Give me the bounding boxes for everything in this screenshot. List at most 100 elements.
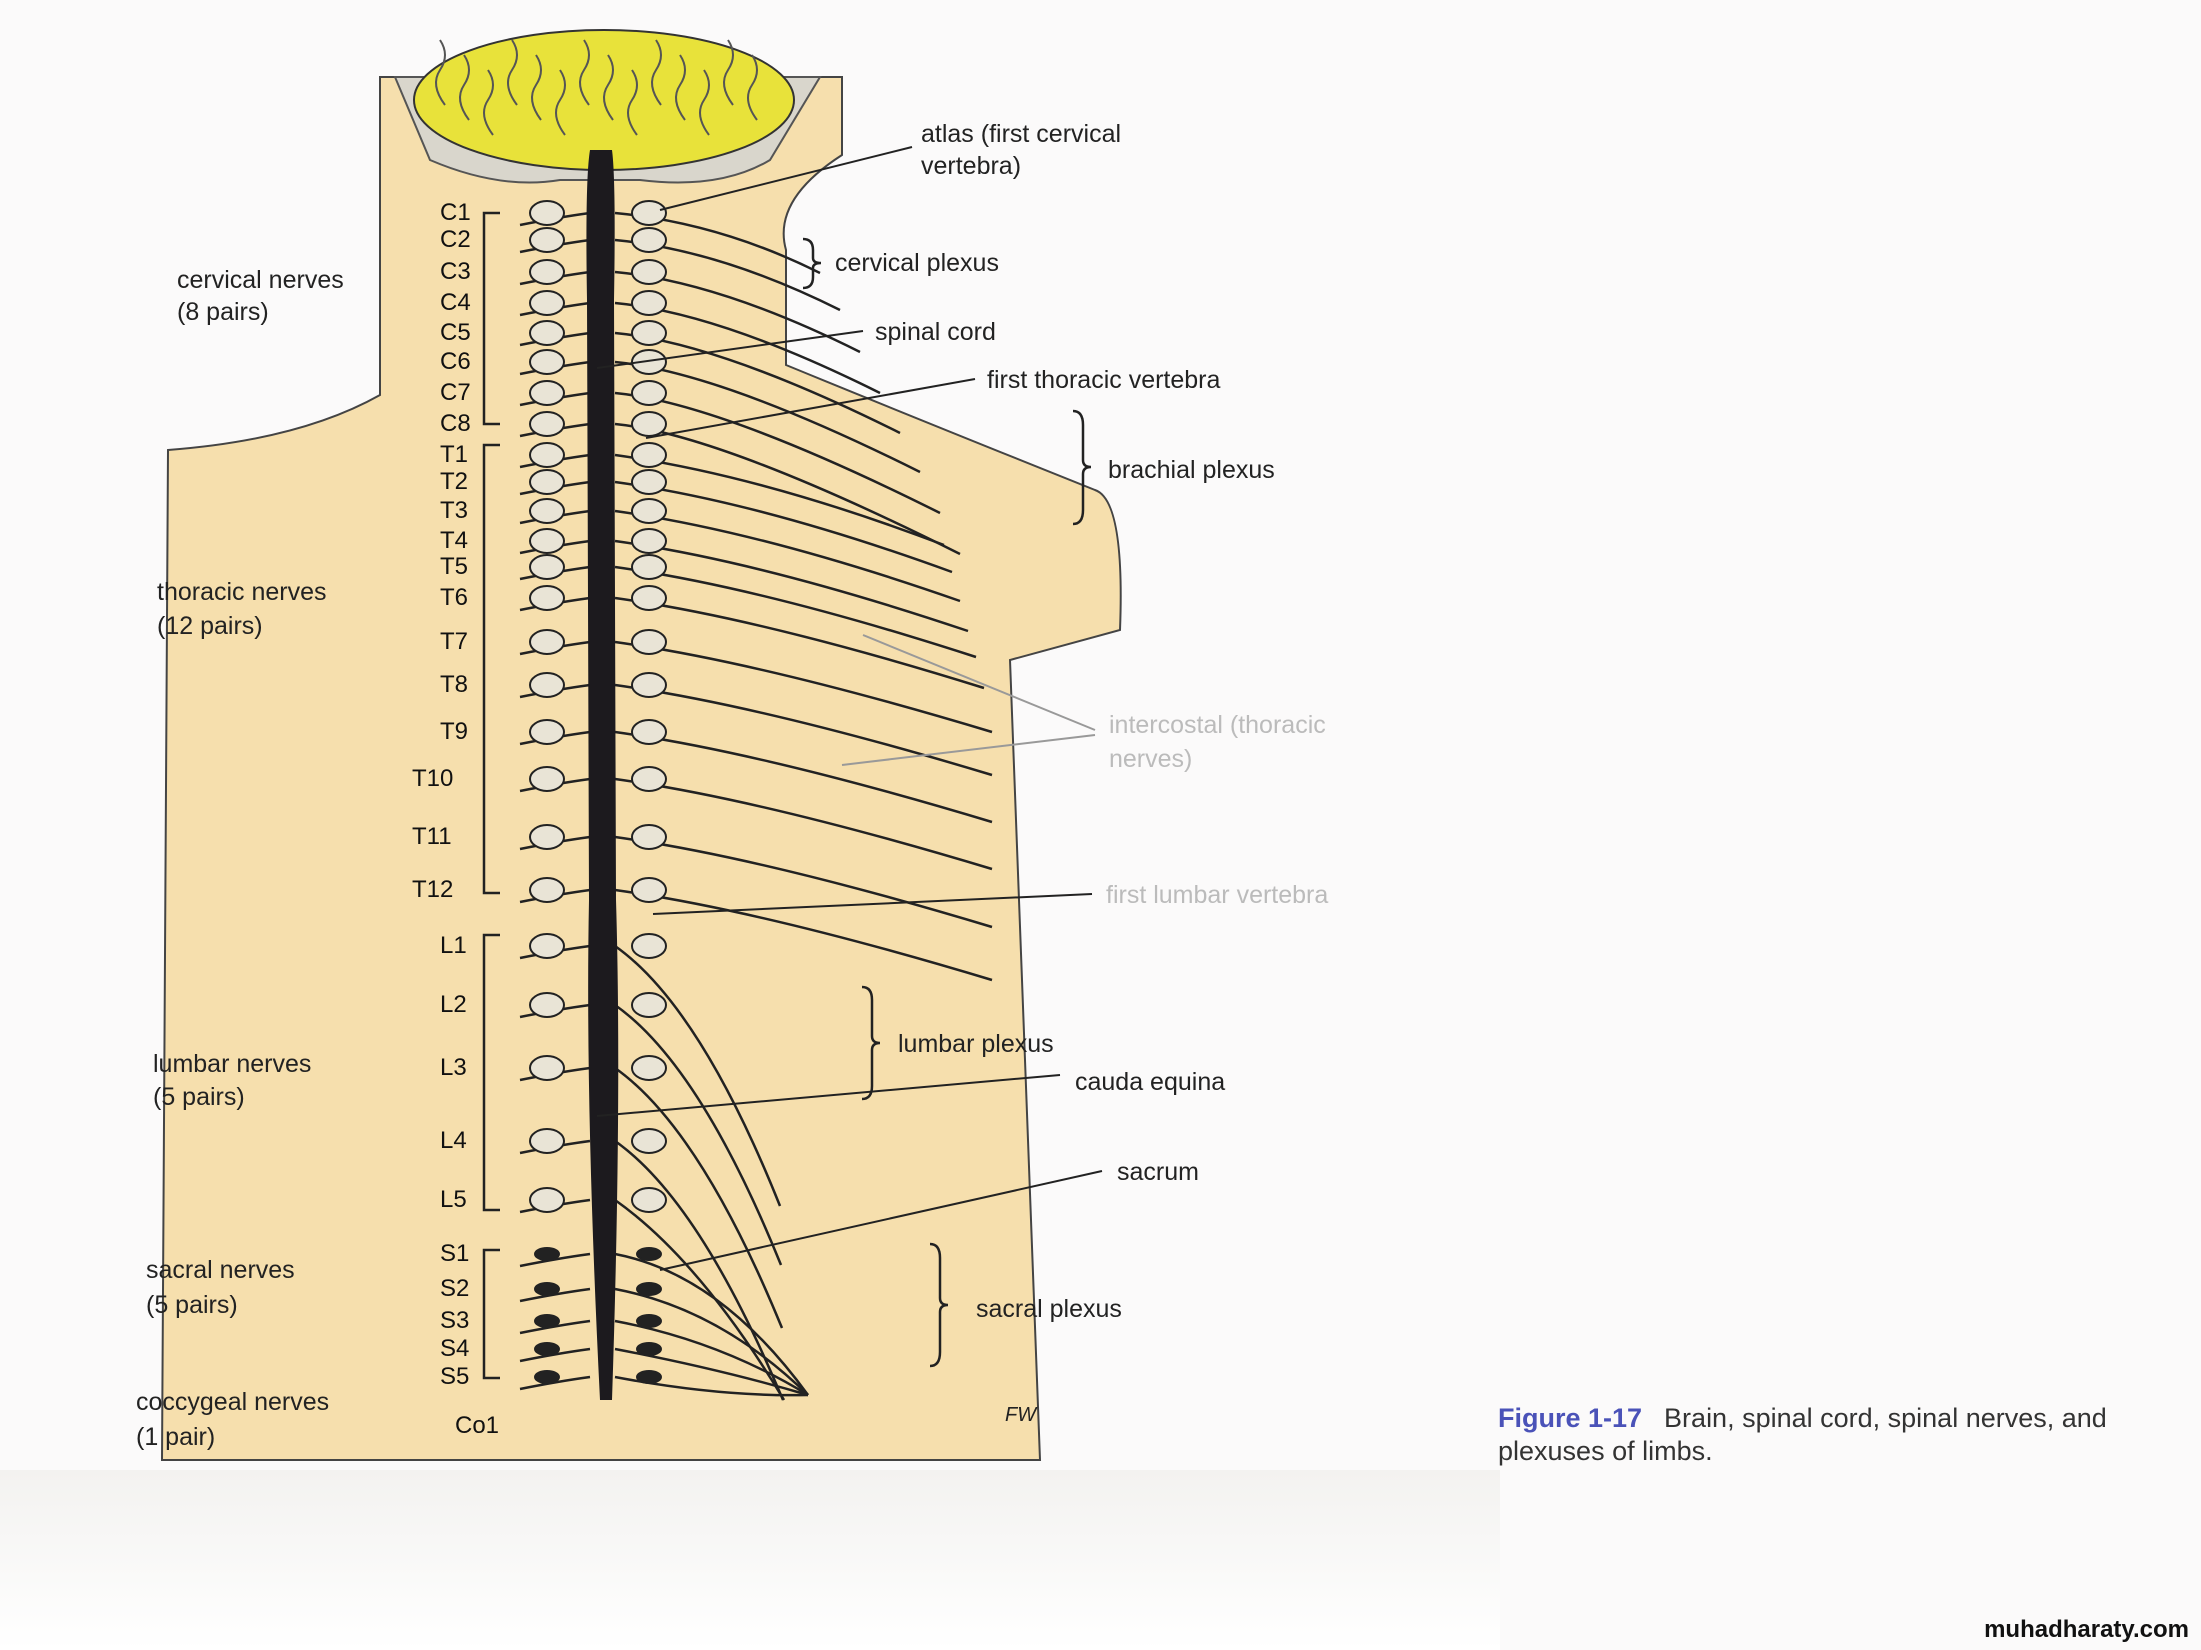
label-sacrum: sacrum (1117, 1158, 1199, 1186)
label-cervical-nerves: cervical nerves (177, 266, 344, 294)
brain-fold (627, 69, 638, 136)
watermark: muhadharaty.com (1984, 1616, 2189, 1643)
vertebra-t6-left (529, 585, 565, 611)
vertebra-s2-right (636, 1282, 662, 1296)
label-brachial-plexus: brachial plexus (1108, 456, 1275, 484)
brain-fold (579, 39, 590, 106)
segment-label-l5: L5 (440, 1186, 467, 1213)
vertebra-s1-right (636, 1247, 662, 1261)
segment-label-c7: C7 (440, 379, 471, 406)
vertebra-s3-right (636, 1314, 662, 1328)
label-thoracic-pairs: (12 pairs) (157, 612, 263, 640)
vertebra-t10-right (631, 766, 667, 792)
nerve-left-s3 (519, 1319, 591, 1335)
nerve-l1 (614, 944, 782, 1207)
segment-label-t2: T2 (440, 468, 469, 495)
leader-lines (596, 146, 1103, 1271)
label-coccygeal-nerves: coccygeal nerves (136, 1388, 330, 1416)
segment-label-t11: T11 (412, 823, 452, 850)
vertebra-t8-left (529, 672, 565, 698)
vertebra-t3-left (529, 498, 565, 524)
nerve-l4 (614, 1139, 785, 1401)
vertebra-t4-right (631, 528, 667, 554)
vertebra-s2-left (534, 1282, 560, 1296)
label-atlas-2: vertebra) (921, 152, 1022, 180)
segment-label-c6: C6 (440, 348, 471, 375)
spinal-cord (586, 150, 619, 1400)
nerve-left-s1 (519, 1252, 591, 1268)
nerve-left-s5 (519, 1375, 591, 1391)
brain-fold (483, 69, 494, 136)
nerve-l2 (614, 1003, 783, 1266)
vertebra-c6-right (631, 349, 667, 375)
segment-label-t5: T5 (440, 553, 469, 580)
vertebra-t9-right (631, 719, 667, 745)
vertebra-l5-right (631, 1187, 667, 1213)
segment-label-t4: T4 (440, 527, 469, 554)
vertebra-c4-left (529, 290, 565, 316)
segment-label-s3: S3 (440, 1307, 470, 1334)
segment-label-s2: S2 (440, 1275, 470, 1302)
vertebra-s4-right (636, 1342, 662, 1356)
label-intercostal-2: nerves) (1109, 745, 1193, 773)
segment-label-c4: C4 (440, 289, 471, 316)
segment-label-t10: T10 (412, 765, 454, 792)
vertebra-c3-left (529, 259, 565, 285)
segment-label-c2: C2 (440, 226, 471, 253)
brain-fold (651, 39, 662, 106)
vertebra-s3-left (534, 1314, 560, 1328)
nerve-s1 (614, 1252, 810, 1396)
label-first-thoracic-vertebra: first thoracic vertebra (987, 366, 1221, 394)
vertebra-l3-right (631, 1055, 667, 1081)
brain-fold (507, 39, 518, 106)
brain-fold (699, 69, 710, 136)
vertebra-t7-right (631, 629, 667, 655)
label-thoracic-nerves: thoracic nerves (157, 578, 327, 606)
label-cervical-plexus: cervical plexus (835, 249, 999, 277)
vertebra-t9-left (529, 719, 565, 745)
vertebra-l4-left (529, 1128, 565, 1154)
nerve-s2 (614, 1287, 809, 1396)
brain-fold (723, 39, 734, 106)
brain-fold (555, 69, 566, 136)
figure-caption-text: Brain, spinal cord, spinal nerves, and p… (1498, 1403, 2107, 1466)
segment-label-l2: L2 (440, 991, 467, 1018)
segment-label-l1: L1 (440, 932, 467, 959)
vertebra-t5-right (631, 554, 667, 580)
segment-label-t9: T9 (440, 718, 469, 745)
vertebra-t12-left (529, 877, 565, 903)
vertebra-c8-left (529, 411, 565, 437)
segment-label-l3: L3 (440, 1054, 467, 1081)
vertebra-c3-right (631, 259, 667, 285)
nerve-s3 (614, 1319, 809, 1397)
vertebra-t1-right (631, 442, 667, 468)
vertebra-c2-right (631, 227, 667, 253)
vertebra-c6-left (529, 349, 565, 375)
segment-label-t1: T1 (440, 441, 469, 468)
vertebra-t2-left (529, 469, 565, 495)
vertebra-l4-right (631, 1128, 667, 1154)
brain-fold (531, 54, 542, 121)
segment-label-co1: Co1 (455, 1412, 500, 1439)
artist-signature: FW (1005, 1404, 1037, 1426)
brain-fold (459, 54, 470, 121)
segment-label-t3: T3 (440, 497, 469, 524)
vertebra-t11-left (529, 824, 565, 850)
vertebrae (529, 200, 667, 1384)
vertebra-c1-right (631, 200, 667, 226)
label-sacral-nerves: sacral nerves (146, 1256, 295, 1284)
page-bottom-shade (0, 1470, 1500, 1650)
label-first-lumbar-vertebra: first lumbar vertebra (1106, 881, 1329, 909)
label-lumbar-pairs: (5 pairs) (153, 1083, 245, 1111)
vertebra-t11-right (631, 824, 667, 850)
label-spinal-cord: spinal cord (875, 318, 996, 346)
segment-label-c5: C5 (440, 319, 471, 346)
vertebra-l1-left (529, 933, 565, 959)
label-lumbar-plexus: lumbar plexus (898, 1030, 1054, 1058)
label-sacral-pairs: (5 pairs) (146, 1291, 238, 1319)
vertebra-c7-left (529, 380, 565, 406)
vertebra-c5-right (631, 320, 667, 346)
vertebra-l3-left (529, 1055, 565, 1081)
nerve-l5 (614, 1198, 786, 1401)
